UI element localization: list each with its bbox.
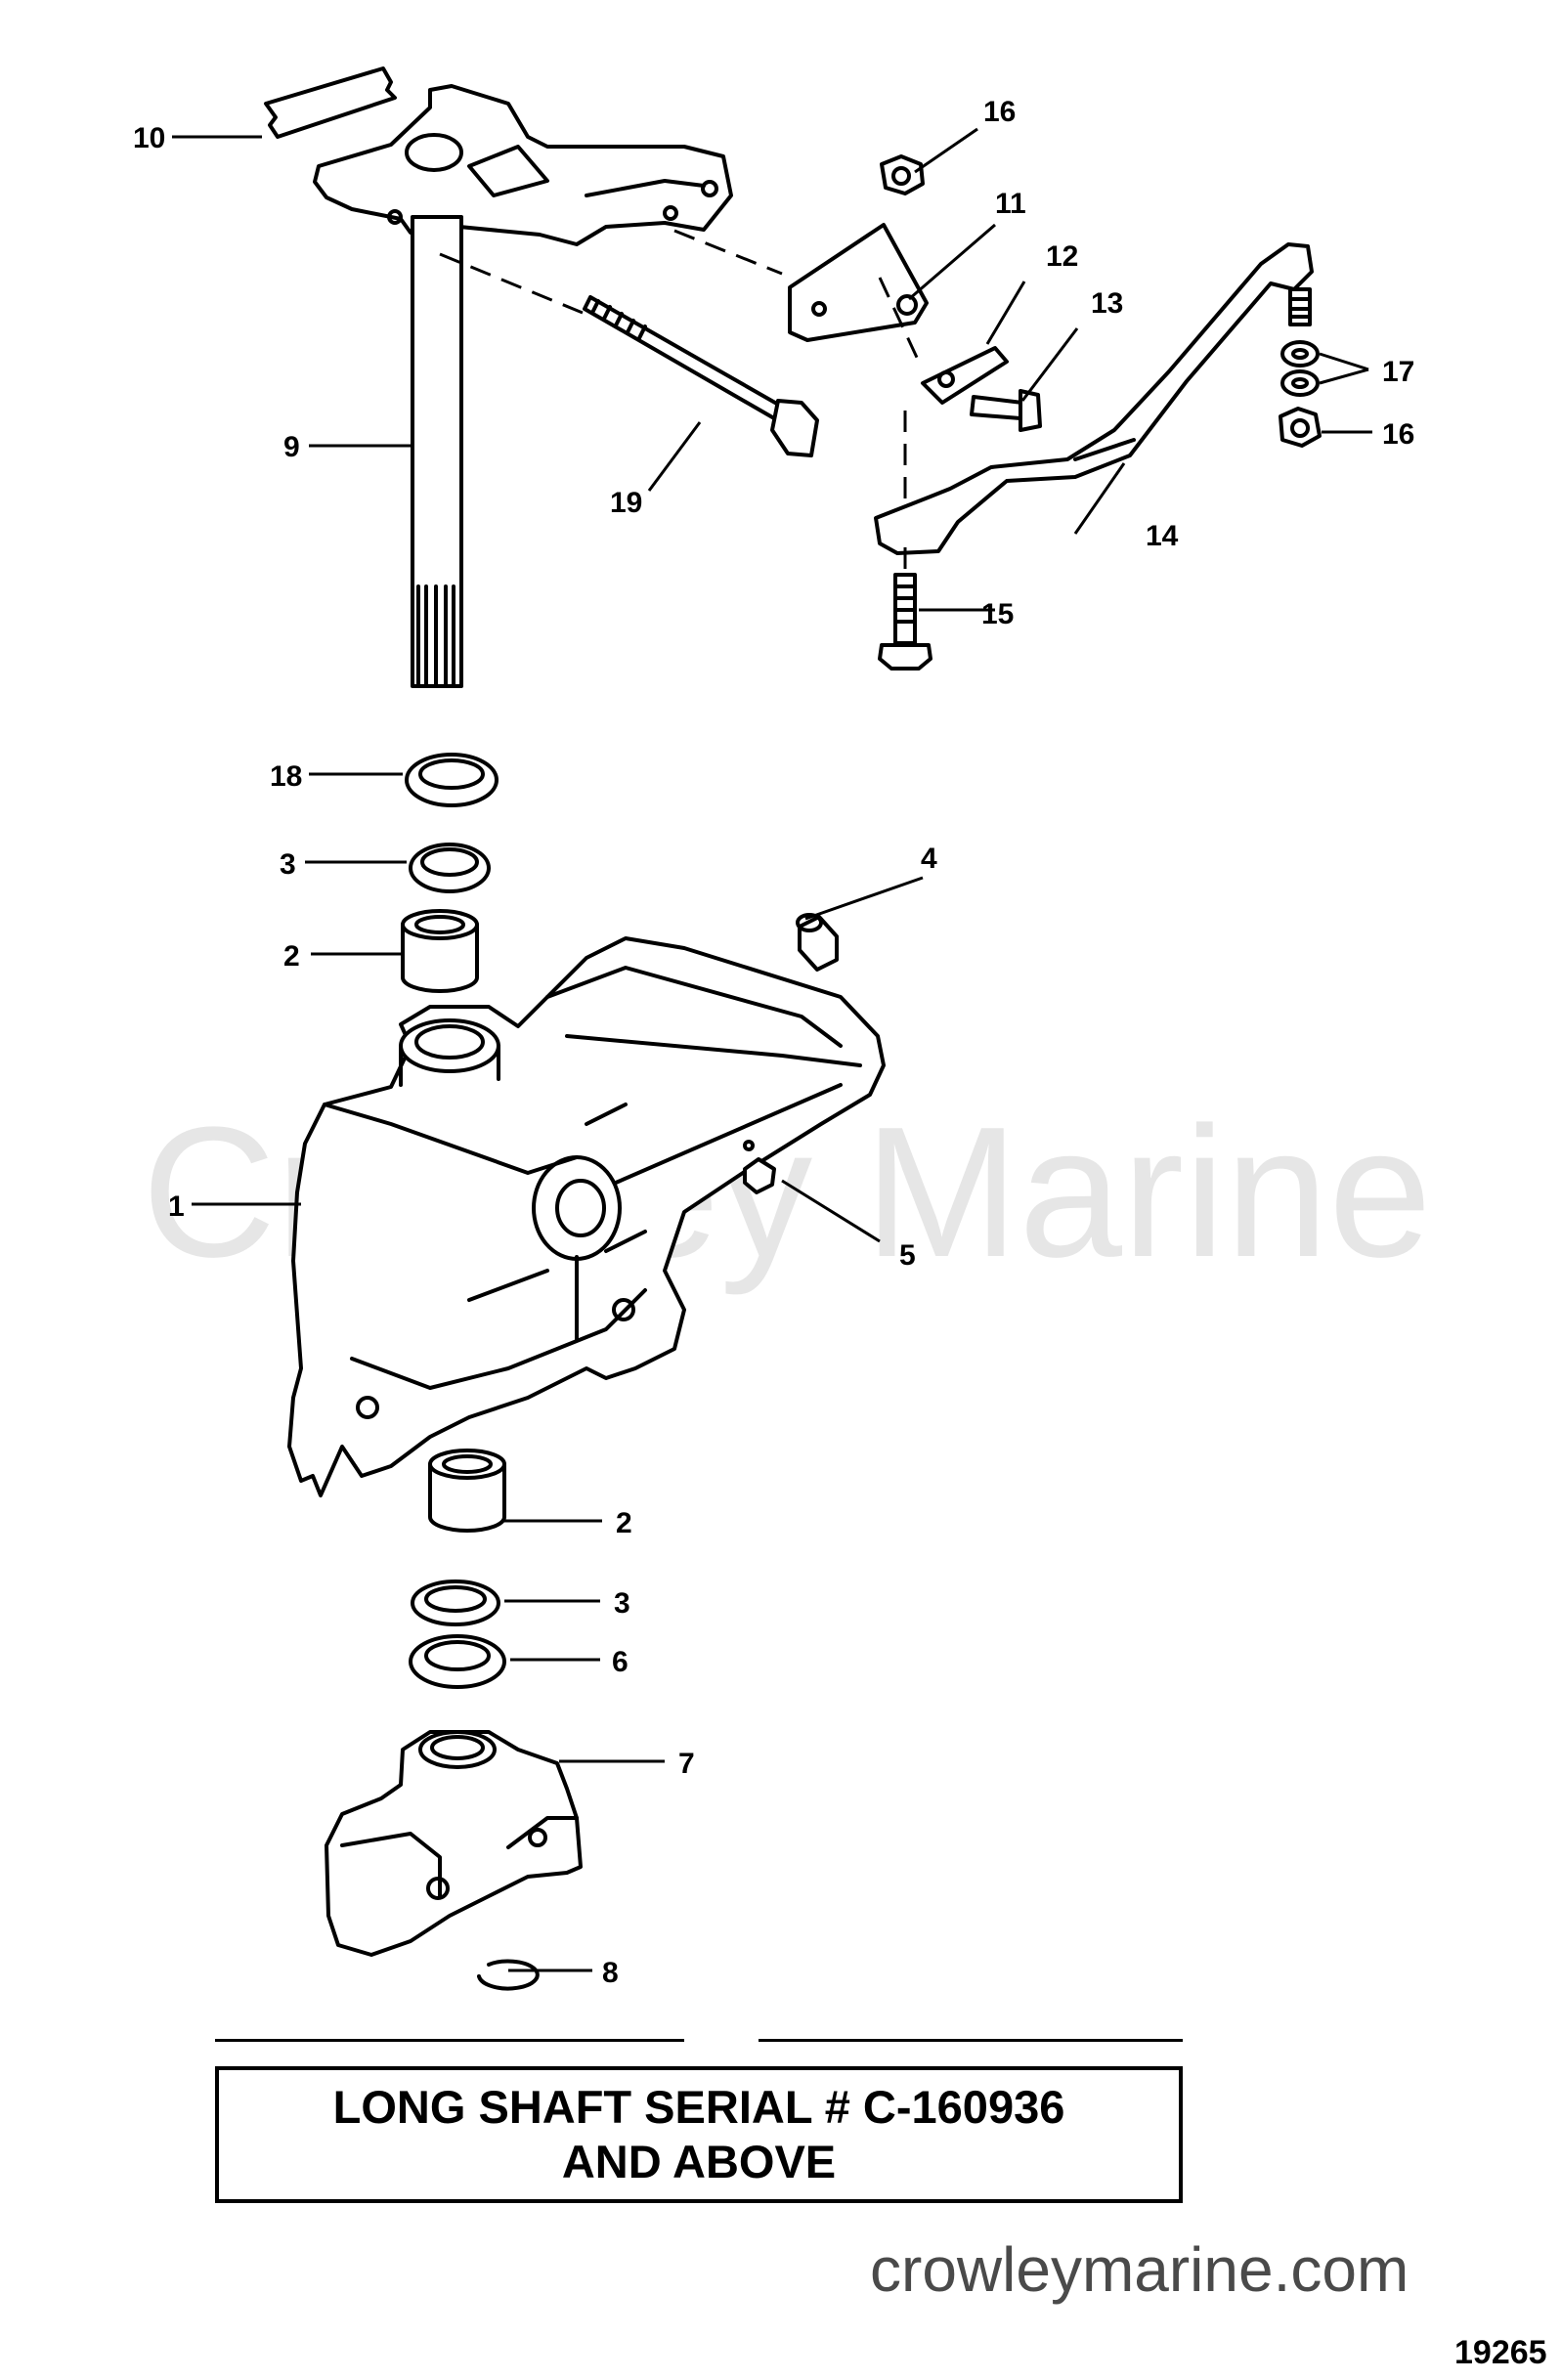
part-13-screw bbox=[970, 389, 1042, 432]
callout-8: 8 bbox=[602, 1957, 619, 1989]
callout-15: 15 bbox=[981, 598, 1014, 630]
callout-18: 18 bbox=[270, 760, 302, 793]
callout-6: 6 bbox=[612, 1646, 629, 1678]
callout-16-upper: 16 bbox=[983, 96, 1016, 128]
alignment-lines bbox=[439, 229, 921, 577]
part-17-washers bbox=[1280, 340, 1320, 397]
title-box: LONG SHAFT SERIAL # C-160936 AND ABOVE bbox=[215, 2066, 1183, 2203]
callout-10: 10 bbox=[133, 122, 165, 154]
callout-14: 14 bbox=[1146, 520, 1179, 552]
part-14-link-rod bbox=[874, 242, 1314, 555]
part-9-swivel-shaft bbox=[313, 84, 733, 688]
callout-1: 1 bbox=[168, 1190, 185, 1223]
callout-labels: 10 9 19 16 11 12 13 14 15 17 16 18 3 2 4… bbox=[133, 96, 1414, 1989]
part-18-seal bbox=[405, 753, 499, 807]
callout-2-upper: 2 bbox=[283, 940, 300, 973]
part-2-bushing-lower bbox=[428, 1449, 506, 1533]
part-19-bolt bbox=[583, 295, 819, 457]
callout-13: 13 bbox=[1091, 287, 1123, 320]
part-2-bushing-upper bbox=[401, 909, 479, 993]
title-line-2: AND ABOVE bbox=[561, 2136, 837, 2187]
callout-16-lower: 16 bbox=[1382, 418, 1414, 451]
part-6-seal bbox=[409, 1634, 506, 1689]
callout-3-upper: 3 bbox=[280, 848, 296, 881]
part-7-steering-yoke bbox=[325, 1730, 583, 1957]
callout-19: 19 bbox=[610, 487, 642, 519]
figure-number: 19265 bbox=[1454, 2334, 1547, 2371]
part-3-washer-lower bbox=[411, 1579, 500, 1626]
part-4-bushing bbox=[796, 913, 839, 972]
part-1-swivel-bracket bbox=[287, 936, 886, 1497]
part-8-retaining-ring bbox=[477, 1959, 540, 1991]
leader-lines bbox=[172, 127, 1372, 1972]
callout-2-lower: 2 bbox=[616, 1507, 632, 1539]
part-5-grease-fitting bbox=[743, 1140, 776, 1194]
callout-7: 7 bbox=[678, 1748, 695, 1780]
site-url: crowleymarine.com bbox=[870, 2234, 1409, 2305]
part-15-screw bbox=[878, 573, 932, 671]
divider-right bbox=[759, 2039, 1183, 2042]
callout-3-lower: 3 bbox=[614, 1587, 630, 1620]
part-16-nut-lower bbox=[1279, 407, 1322, 448]
title-line-1: LONG SHAFT SERIAL # C-160936 bbox=[332, 2081, 1065, 2133]
part-16-nut-upper bbox=[880, 154, 925, 195]
divider-left bbox=[215, 2039, 684, 2042]
part-3-washer-upper bbox=[409, 843, 491, 893]
callout-5: 5 bbox=[899, 1239, 916, 1272]
callout-12: 12 bbox=[1046, 240, 1078, 273]
part-10-clip bbox=[264, 66, 397, 139]
part-12-lock-tab bbox=[921, 346, 1009, 405]
callout-4: 4 bbox=[921, 843, 937, 875]
callout-11: 11 bbox=[995, 188, 1026, 220]
callout-17: 17 bbox=[1382, 356, 1414, 388]
part-11-bracket bbox=[788, 223, 929, 342]
callout-9: 9 bbox=[283, 431, 300, 463]
